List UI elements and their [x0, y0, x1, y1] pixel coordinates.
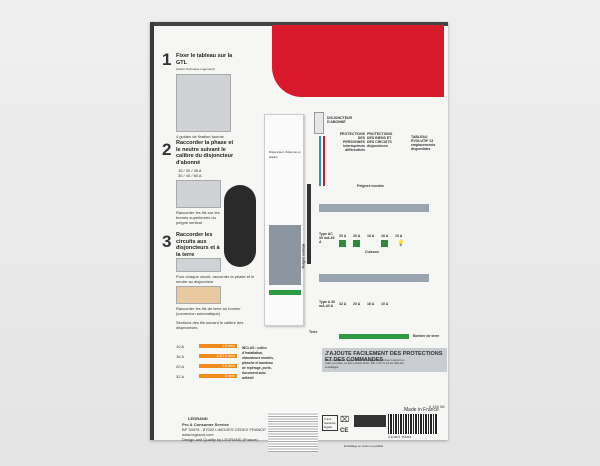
banner-text: Pour compléter le coupe, utilisez les pe…: [325, 359, 405, 369]
rating: 20 A: [176, 364, 185, 369]
enclosure-label: Disjoncteur d'abonné et platine: [269, 150, 301, 159]
goods-protection-label: PROTECTIONS DES BIENS ET DES CIRCUITS di…: [367, 132, 393, 148]
rating: 16 A: [367, 302, 375, 306]
rating: 16 A: [367, 234, 375, 238]
earth-label: Terre: [309, 330, 318, 334]
company-design: Design and Quality by LEGRAND (France): [182, 437, 258, 442]
section: 1,5/2,5 mm²: [199, 354, 237, 358]
recycling-text: Emballage en carton recyclable: [344, 444, 384, 448]
breaker-modules: [269, 225, 301, 285]
evolutive-label: TABLEAU ÉVOLUTIF 13 emplacements disponi…: [411, 135, 436, 151]
rating: 20 A: [339, 234, 347, 238]
handle-cutout: [224, 185, 256, 267]
phase-wire: [323, 136, 325, 186]
rating: 10 A: [381, 302, 389, 306]
row1-type: Type AC 30 mA-63 A: [319, 232, 335, 244]
step-3-caption-3: Sections des fils suivant le calibre des…: [176, 320, 244, 330]
warranty-badge: 2 ans Garantie légale: [322, 415, 338, 431]
step-1-subtitle: (Gaine Technique Logement): [176, 67, 215, 71]
company-service: Pro & Consumer Service: [182, 422, 229, 427]
step-2-caption: Raccorder les fils sur les bornes supéri…: [176, 210, 220, 225]
step-3-caption-1: Pour chaque circuit, raccorder la phase …: [176, 274, 255, 284]
vertical-comb-label: Peigne vertical: [301, 243, 306, 269]
rating: 10 A: [395, 234, 403, 238]
rating: 16 A: [381, 234, 389, 238]
din-rail-2: [319, 274, 429, 282]
step-1-title: Fixer le tableau sur la GTL: [176, 53, 233, 66]
earth-illustration: [176, 286, 221, 304]
persons-protection-label: PROTECTIONS DES PERSONNES interrupteurs …: [339, 132, 365, 152]
rating: 16 A: [176, 354, 185, 359]
product-ref: 0 150 56: [429, 404, 445, 409]
earth-bar: [269, 290, 301, 295]
red-brand-panel: [272, 25, 444, 97]
triman-label: [354, 415, 386, 427]
main-breaker: [314, 112, 324, 134]
step-2-option-1: 15 / 30 / 45 A: [178, 168, 202, 173]
earth-bar-label: Bornier de terre: [413, 334, 440, 338]
included-items: INCLUS : notice d'installation, obturate…: [242, 346, 274, 380]
barcode: [388, 414, 438, 434]
section: 2,5 mm²: [199, 364, 237, 368]
neutral-wire: [319, 136, 321, 186]
rating: 20 A: [353, 234, 361, 238]
din-rail-1: [319, 204, 429, 212]
wiring-diagram: DISJONCTEUR D'ABONNÉ PROTECTIONS DES PER…: [301, 104, 449, 340]
rating: 32 A: [176, 374, 185, 379]
phase-illustration: [176, 180, 221, 208]
step-3-title: Raccorder les circuits aux disjoncteurs …: [176, 232, 220, 258]
vertical-comb: [307, 184, 311, 264]
company-name: LEGRAND: [188, 416, 208, 421]
comb-label: Peignes montés: [357, 184, 384, 188]
earth-bar-diagram: [339, 334, 409, 339]
row2-type: Type A 30 mA-40 A: [319, 300, 336, 308]
cooking-label: Cuisson: [365, 250, 379, 254]
heater-icon: [353, 240, 360, 247]
safety-text: [268, 412, 318, 452]
product-box: 1 Fixer le tableau sur la GTL (Gaine Tec…: [150, 22, 449, 452]
socket-icon: [339, 240, 346, 247]
rating: 10 A: [176, 344, 185, 349]
company-web: www.legrand.com: [182, 432, 214, 437]
ce-mark-icon: CE: [340, 428, 349, 434]
main-breaker-label: DISJONCTEUR D'ABONNÉ: [327, 116, 353, 124]
light-bulb-icon: 💡: [397, 241, 405, 247]
barcode-number: 3 414971 761561: [388, 435, 412, 439]
step-2-title: Raccorder la phase et le neutre suivant …: [176, 140, 234, 166]
step-2-number: 2: [162, 140, 172, 159]
mounting-illustration: [176, 74, 231, 132]
step-2-option-2: 30 / 45 / 60 A: [178, 173, 202, 178]
section: 1,5 mm²: [199, 344, 237, 348]
company-address: BP 30076 - 87002 LIMOGES CEDEX FRANCE: [182, 427, 266, 432]
info-banner: J'AJOUTE FACILEMENT DES PROTECTIONS ET D…: [322, 348, 447, 372]
step-3-caption-2: Raccorder les fils de terre au bornier (…: [176, 306, 241, 316]
made-in: Made in France: [404, 407, 439, 413]
section: 6 mm²: [199, 374, 237, 378]
rating: 32 A: [339, 302, 347, 306]
box-top-edge: [154, 22, 448, 26]
panel-enclosure: Disjoncteur d'abonné et platine: [264, 114, 304, 326]
step-3-number: 3: [162, 232, 172, 251]
banner-title: J'AJOUTE FACILEMENT DES PROTECTIONS ET D…: [325, 351, 443, 363]
crossed-bin-icon: ⌧: [340, 415, 350, 424]
washer-icon: [381, 240, 388, 247]
rating: 20 A: [353, 302, 361, 306]
step-1-number: 1: [162, 50, 172, 69]
circuit-illustration: [176, 258, 221, 272]
step-1-caption: 4 guides de fixation fournis: [176, 134, 224, 139]
